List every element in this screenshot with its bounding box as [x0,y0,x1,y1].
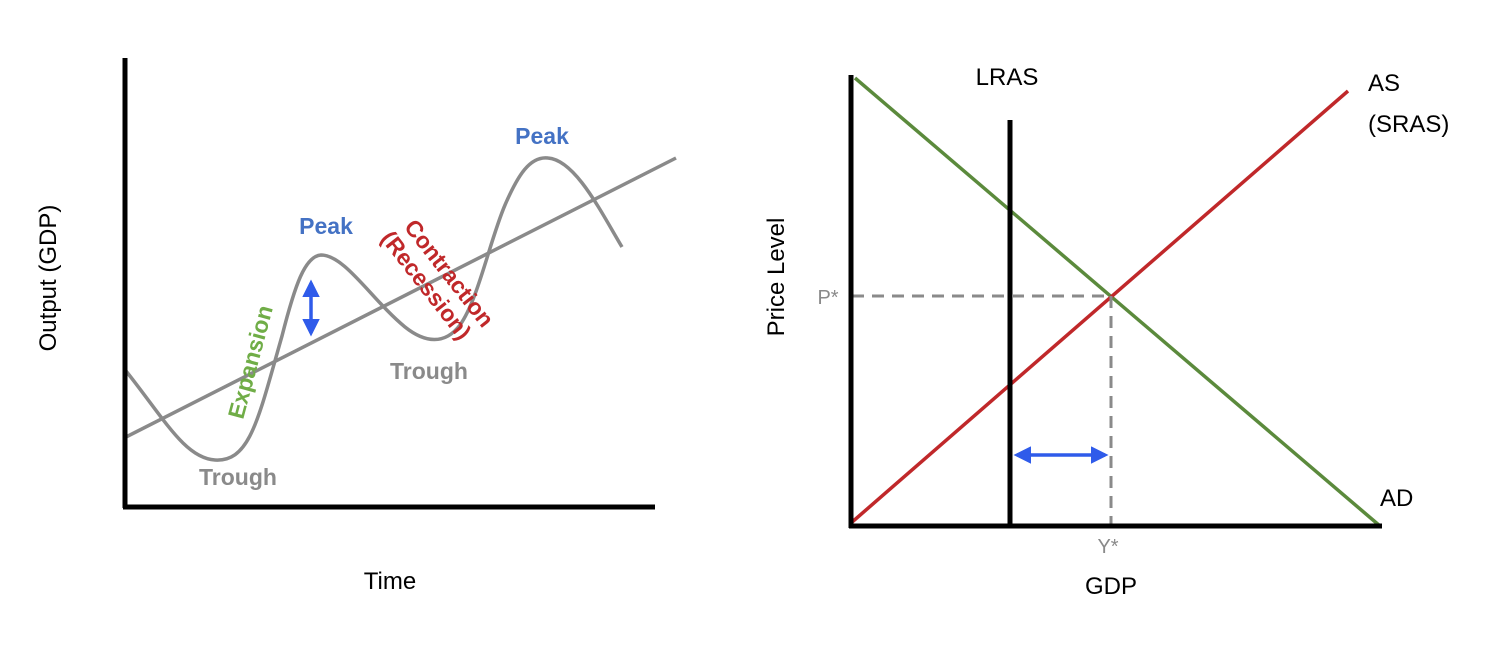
sras-label: (SRAS) [1368,111,1449,138]
expansion-label: Expansion [223,302,278,421]
peak-label-2: Peak [515,123,569,149]
cycle-y-axis-label: Output (GDP) [35,205,62,352]
as-ad-y-axis-label: Price Level [763,218,790,337]
as-label: AS [1368,70,1400,97]
sras-line [849,89,1350,525]
trough-label-2: Trough [390,358,468,384]
cycle-curve [124,156,624,462]
ad-label: AD [1380,485,1413,512]
cycle-x-axis-label: Time [364,568,416,595]
as-ad-x-axis-label: GDP [1085,573,1137,600]
trough-label-1: Trough [199,464,277,490]
lras-label: LRAS [976,64,1039,91]
trend-line [125,156,677,439]
p-star-label: P* [817,287,838,309]
peak-label-1: Peak [299,213,353,239]
as-ad-diagram: Price Level GDP LRAS AS (SRAS) AD P* Y* [763,64,1449,600]
ad-line [853,76,1382,528]
business-cycle-diagram: Output (GDP) Time Peak Peak Trough Troug… [35,58,677,595]
y-star-label: Y* [1097,536,1118,558]
